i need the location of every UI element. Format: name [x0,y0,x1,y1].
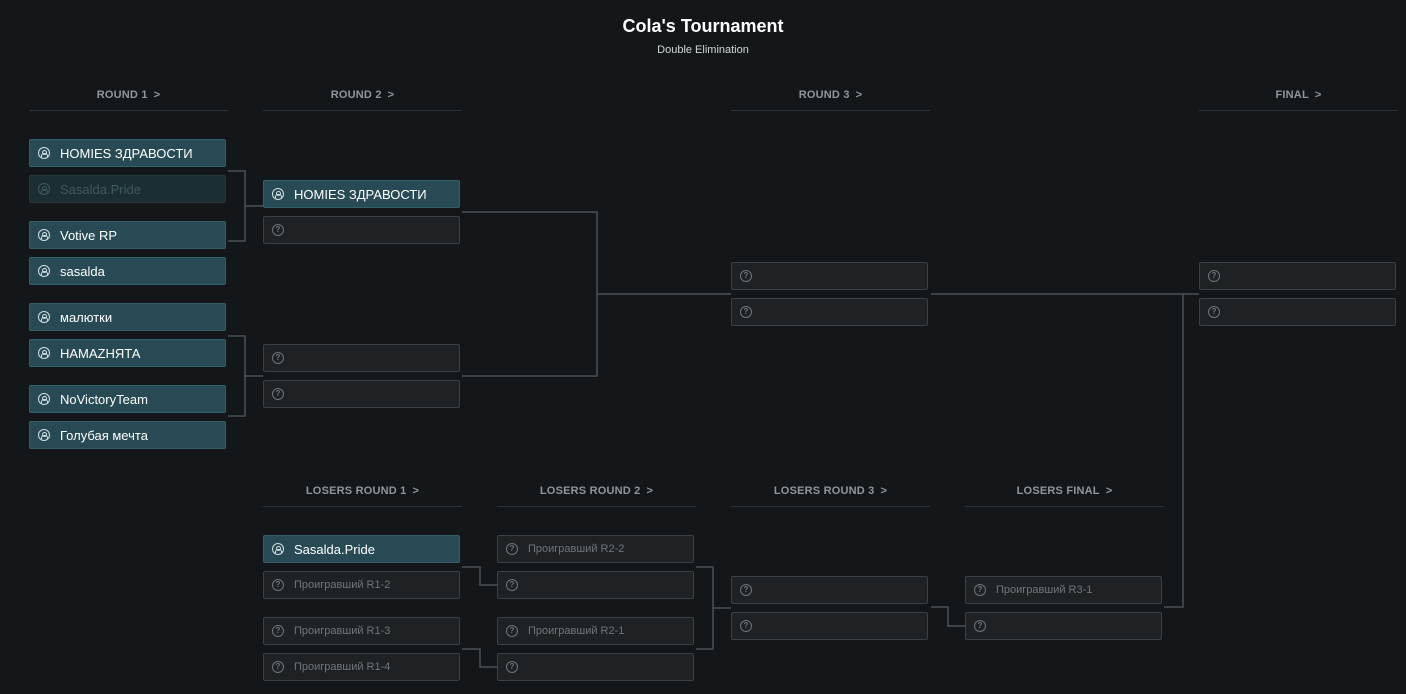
team-name: малютки [60,309,113,325]
round-1-label: ROUND 1 [96,89,148,101]
placeholder-label: Проигравший R1-4 [294,661,391,673]
question-circle-icon: ? [272,661,284,673]
question-circle-icon: ? [506,625,518,637]
user-circle-icon [38,393,50,405]
round-2-match-2-team-2[interactable]: ? [263,380,460,408]
chevron-right-icon: > [646,485,654,497]
losers-round-2-label: LOSERS ROUND 2 [539,485,641,497]
round-2-match-2-team-1[interactable]: ? [263,344,460,372]
user-circle-icon [38,265,50,277]
losers-round-3-label: LOSERS ROUND 3 [773,485,875,497]
round-1-match-4-team-2[interactable]: Голубая мечта [29,421,226,449]
losers-round-2-match-2-team-2[interactable]: ? [497,653,694,681]
team-name: NoVictoryTeam [60,391,148,407]
round-1-header[interactable]: ROUND 1 > [29,80,228,111]
losers-round-1-label: LOSERS ROUND 1 [305,485,407,497]
placeholder-label: Проигравший R1-3 [294,625,391,637]
question-circle-icon: ? [272,352,284,364]
tournament-format: Double Elimination [657,44,749,56]
question-circle-icon: ? [740,270,752,282]
user-circle-icon [38,183,50,195]
final-match-team-2[interactable]: ? [1199,298,1396,326]
team-name: sasalda [60,263,105,279]
losers-round-1-match-1-team-1[interactable]: Sasalda.Pride [263,535,460,563]
losers-round-2-match-1-team-2[interactable]: ? [497,571,694,599]
user-circle-icon [38,229,50,241]
user-circle-icon [272,188,284,200]
losers-round-1-match-2-team-1[interactable]: ? Проигравший R1-3 [263,617,460,645]
placeholder-label: Проигравший R2-2 [528,543,625,555]
round-1-match-1-team-1[interactable]: HOMIES ЗДРАВОСТИ [29,139,226,167]
team-name: Sasalda.Pride [294,541,375,557]
final-header[interactable]: FINAL > [1199,80,1398,111]
user-circle-icon [38,147,50,159]
round-3-match-1-team-2[interactable]: ? [731,298,928,326]
user-circle-icon [38,429,50,441]
losers-round-2-match-2-team-1[interactable]: ? Проигравший R2-1 [497,617,694,645]
user-circle-icon [38,347,50,359]
losers-final-header[interactable]: LOSERS FINAL > [965,476,1164,507]
round-3-label: ROUND 3 [798,89,850,101]
team-name: Votive RP [60,227,118,243]
question-circle-icon: ? [506,661,518,673]
round-2-match-1-team-1[interactable]: HOMIES ЗДРАВОСТИ [263,180,460,208]
team-name: НАМАZНЯТА [60,345,141,361]
chevron-right-icon: > [387,89,395,101]
losers-final-match-team-1[interactable]: ? Проигравший R3-1 [965,576,1162,604]
losers-round-1-match-2-team-2[interactable]: ? Проигравший R1-4 [263,653,460,681]
chevron-right-icon: > [412,485,420,497]
question-circle-icon: ? [272,579,284,591]
round-1-match-1-team-2[interactable]: Sasalda.Pride [29,175,226,203]
question-circle-icon: ? [740,620,752,632]
team-name: HOMIES ЗДРАВОСТИ [294,186,427,202]
chevron-right-icon: > [855,89,863,101]
round-1-match-3-team-2[interactable]: НАМАZНЯТА [29,339,226,367]
losers-round-3-match-1-team-2[interactable]: ? [731,612,928,640]
chevron-right-icon: > [880,485,888,497]
team-name: Голубая мечта [60,427,148,443]
question-circle-icon: ? [272,625,284,637]
round-2-header[interactable]: ROUND 2 > [263,80,462,111]
round-1-match-2-team-2[interactable]: sasalda [29,257,226,285]
final-match-team-1[interactable]: ? [1199,262,1396,290]
team-name: Sasalda.Pride [60,181,141,197]
question-circle-icon: ? [974,584,986,596]
question-circle-icon: ? [506,543,518,555]
round-1-match-2-team-1[interactable]: Votive RP [29,221,226,249]
question-circle-icon: ? [506,579,518,591]
team-name: HOMIES ЗДРАВОСТИ [60,145,193,161]
final-label: FINAL [1275,89,1309,101]
question-circle-icon: ? [740,584,752,596]
chevron-right-icon: > [1105,485,1113,497]
chevron-right-icon: > [153,89,161,101]
losers-round-2-header[interactable]: LOSERS ROUND 2 > [497,476,696,507]
losers-round-3-header[interactable]: LOSERS ROUND 3 > [731,476,930,507]
question-circle-icon: ? [740,306,752,318]
round-3-match-1-team-1[interactable]: ? [731,262,928,290]
question-circle-icon: ? [1208,306,1220,318]
losers-round-3-match-1-team-1[interactable]: ? [731,576,928,604]
placeholder-label: Проигравший R1-2 [294,579,391,591]
user-circle-icon [272,543,284,555]
round-1-match-3-team-1[interactable]: малютки [29,303,226,331]
round-2-match-1-team-2[interactable]: ? [263,216,460,244]
round-1-match-4-team-1[interactable]: NoVictoryTeam [29,385,226,413]
question-circle-icon: ? [974,620,986,632]
losers-round-2-match-1-team-1[interactable]: ? Проигравший R2-2 [497,535,694,563]
placeholder-label: Проигравший R3-1 [996,584,1093,596]
chevron-right-icon: > [1314,89,1322,101]
user-circle-icon [38,311,50,323]
question-circle-icon: ? [1208,270,1220,282]
losers-final-label: LOSERS FINAL [1016,485,1100,497]
placeholder-label: Проигравший R2-1 [528,625,625,637]
losers-round-1-match-1-team-2[interactable]: ? Проигравший R1-2 [263,571,460,599]
tournament-title: Cola's Tournament [622,16,784,36]
losers-round-1-header[interactable]: LOSERS ROUND 1 > [263,476,462,507]
round-3-header[interactable]: ROUND 3 > [731,80,930,111]
round-2-label: ROUND 2 [330,89,382,101]
question-circle-icon: ? [272,388,284,400]
losers-final-match-team-2[interactable]: ? [965,612,1162,640]
question-circle-icon: ? [272,224,284,236]
